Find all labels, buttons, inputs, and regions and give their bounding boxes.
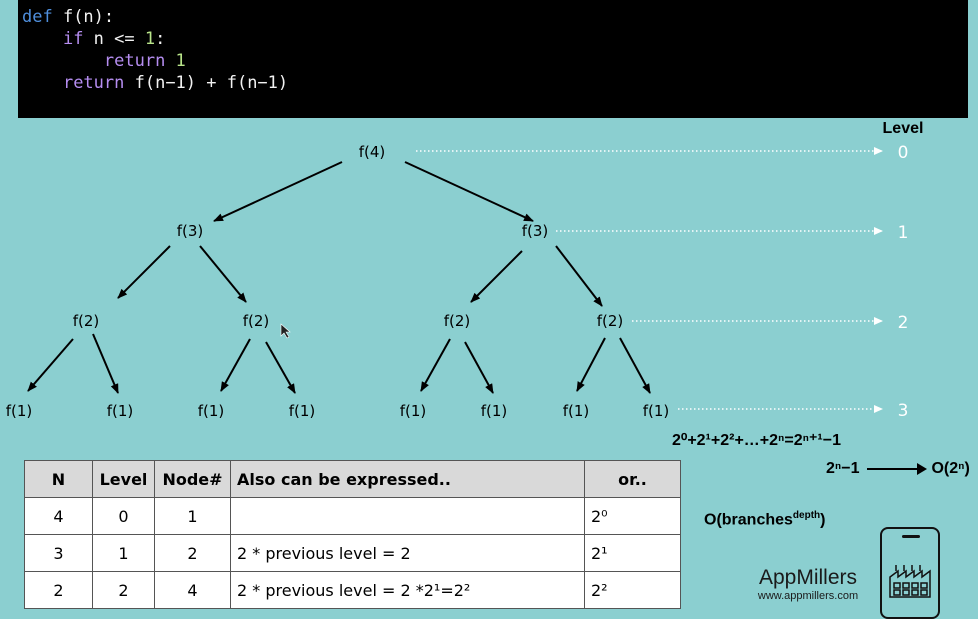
- edge: [470, 250, 523, 303]
- node-l3: f(1): [400, 402, 427, 420]
- code-text: f(n−1) + f(n−1): [124, 73, 289, 93]
- big-o-exponent: depth: [792, 510, 821, 521]
- cell-n: 3: [24, 534, 93, 572]
- code-block: def f(n): if n <= 1: return 1 return f(n…: [18, 0, 968, 118]
- col-header-or: or..: [584, 460, 681, 498]
- brand: AppMillers www.appmillers.com: [748, 566, 868, 602]
- code-text: :: [155, 29, 166, 49]
- node-l3: f(1): [563, 402, 590, 420]
- edge: [27, 338, 74, 392]
- col-header-n: N: [24, 460, 93, 498]
- big-o-formula: O(branchesdepth): [704, 510, 825, 529]
- edge: [404, 161, 534, 222]
- level-number: 2: [898, 313, 909, 333]
- phone-notch: [902, 535, 920, 538]
- code-text: n <=: [83, 29, 145, 49]
- code-line-2: if n <= 1:: [22, 28, 968, 50]
- arrow-right-icon: [867, 462, 928, 475]
- node-l1: f(3): [522, 222, 549, 240]
- node-l3: f(1): [289, 402, 316, 420]
- edge: [199, 245, 247, 303]
- code-text: f(n):: [52, 7, 115, 27]
- node-l2: f(2): [444, 312, 471, 330]
- col-header-level: Level: [92, 460, 155, 498]
- node-l2: f(2): [243, 312, 270, 330]
- brand-name: AppMillers: [758, 566, 858, 589]
- node-l1: f(3): [177, 222, 204, 240]
- table-row: 2 2 4 2 * previous level = 2 *2¹=2² 2²: [24, 571, 681, 609]
- node-l3: f(1): [107, 402, 134, 420]
- code-number: 1: [165, 51, 186, 71]
- edge: [464, 341, 494, 394]
- levels-table: N Level Node# Also can be expressed.. or…: [24, 460, 681, 609]
- edge: [619, 337, 651, 394]
- level-number: 0: [898, 143, 909, 163]
- col-header-nodes: Node#: [154, 460, 231, 498]
- edge: [576, 337, 606, 392]
- level-guides: [416, 147, 883, 413]
- level-heading: Level: [883, 120, 924, 137]
- node-l3: f(1): [481, 402, 508, 420]
- cell-nodes: 4: [154, 571, 231, 609]
- edge: [92, 333, 119, 394]
- code-keyword: def: [22, 7, 53, 27]
- node-root: f(4): [359, 143, 386, 161]
- level-number: 1: [898, 223, 909, 243]
- cell-nodes: 1: [154, 497, 231, 535]
- edge: [265, 341, 296, 394]
- cell-n: 4: [24, 497, 93, 535]
- node-l2: f(2): [597, 312, 624, 330]
- result-left: 2ⁿ−1: [826, 460, 860, 477]
- edge: [420, 338, 451, 392]
- brand-url: www.appmillers.com: [757, 590, 859, 602]
- complexity-result: 2ⁿ−1 O(2ⁿ): [826, 460, 970, 478]
- cell-nodes: 2: [154, 534, 231, 572]
- edge: [117, 245, 171, 299]
- result-right: O(2ⁿ): [931, 460, 970, 477]
- table-row: 3 1 2 2 * previous level = 2 2¹: [24, 534, 681, 572]
- level-number: 3: [898, 401, 909, 421]
- cell-level: 0: [92, 497, 155, 535]
- cell-expression: [230, 497, 585, 535]
- cell-level: 2: [92, 571, 155, 609]
- cell-power: 2⁰: [584, 497, 681, 535]
- cell-expression: 2 * previous level = 2 *2¹=2²: [230, 571, 585, 609]
- edge: [555, 245, 603, 307]
- geometric-sum-formula: 2⁰+2¹+2²+…+2ⁿ=2ⁿ⁺¹−1: [672, 432, 841, 449]
- code-keyword: return: [103, 51, 166, 71]
- cell-level: 1: [92, 534, 155, 572]
- node-l3: f(1): [6, 402, 33, 420]
- code-line-3: return 1: [22, 50, 968, 72]
- node-l3: f(1): [643, 402, 670, 420]
- code-line-1: def f(n):: [22, 6, 968, 28]
- cell-n: 2: [24, 571, 93, 609]
- cell-power: 2¹: [584, 534, 681, 572]
- big-o-close: ): [820, 511, 826, 529]
- tree-edges: [27, 161, 651, 394]
- cell-expression: 2 * previous level = 2: [230, 534, 585, 572]
- table-header-row: N Level Node# Also can be expressed.. or…: [24, 460, 681, 498]
- col-header-expression: Also can be expressed..: [230, 460, 585, 498]
- edge: [213, 161, 343, 222]
- table-row: 4 0 1 2⁰: [24, 497, 681, 535]
- code-keyword: if: [62, 29, 84, 49]
- edge: [220, 338, 251, 392]
- node-l2: f(2): [73, 312, 100, 330]
- node-l3: f(1): [198, 402, 225, 420]
- factory-icon: [889, 565, 931, 598]
- mouse-cursor-icon: [280, 323, 291, 339]
- code-line-4: return f(n−1) + f(n−1): [22, 72, 968, 94]
- cell-power: 2²: [584, 571, 681, 609]
- code-number: 1: [144, 29, 156, 49]
- code-keyword: return: [62, 73, 125, 93]
- big-o-base: O(branches: [704, 511, 793, 529]
- factory-phone-icon: [880, 527, 940, 619]
